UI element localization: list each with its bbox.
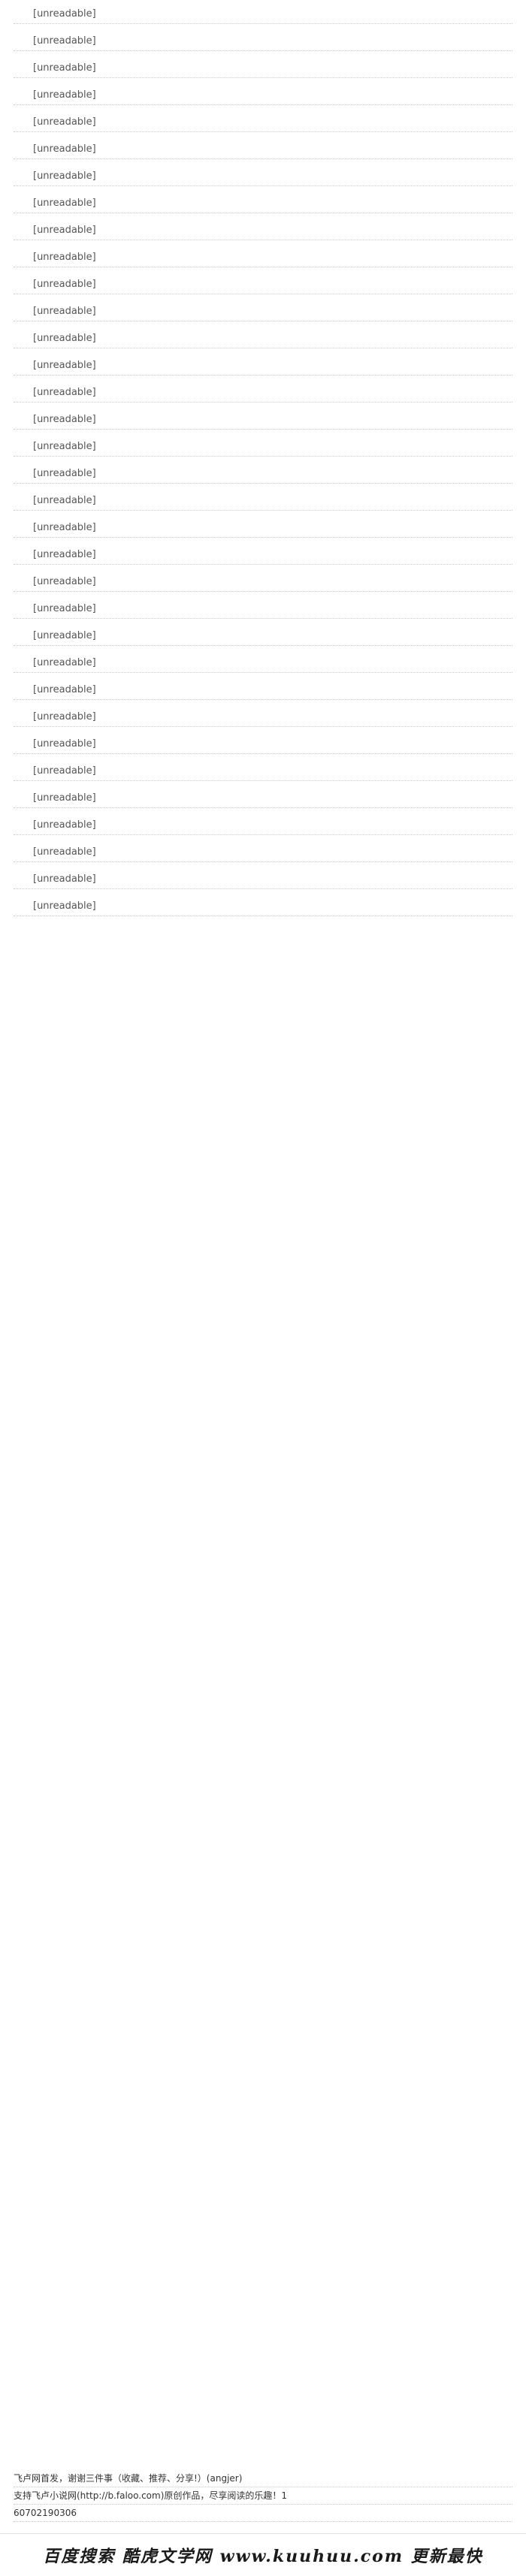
banner-text: 百度搜索 酷虎文学网 www.kuuhuu.com 更新最快 (43, 2547, 483, 2566)
paragraph-17: [unreadable] (14, 437, 512, 457)
article-body: [unreadable] [unreadable] [unreadable] [… (14, 5, 512, 916)
paragraph-9: [unreadable] (14, 221, 512, 240)
paragraph-21: [unreadable] (14, 545, 512, 565)
paragraph-33: [unreadable] (14, 870, 512, 889)
paragraph-34: [unreadable] (14, 897, 512, 916)
paragraph-24: [unreadable] (14, 626, 512, 646)
paragraph-32: [unreadable] (14, 843, 512, 862)
paragraph-3: [unreadable] (14, 59, 512, 78)
paragraph-27: [unreadable] (14, 707, 512, 727)
paragraph-10: [unreadable] (14, 248, 512, 267)
paragraph-14: [unreadable] (14, 356, 512, 376)
paragraph-25: [unreadable] (14, 653, 512, 673)
paragraph-7: [unreadable] (14, 167, 512, 186)
paragraph-22: [unreadable] (14, 572, 512, 592)
paragraph-12: [unreadable] (14, 302, 512, 321)
paragraph-29: [unreadable] (14, 762, 512, 781)
paragraph-30: [unreadable] (14, 789, 512, 808)
paragraph-20: [unreadable] (14, 518, 512, 538)
paragraph-23: [unreadable] (14, 599, 512, 619)
paragraph-26: [unreadable] (14, 680, 512, 700)
paragraph-5: [unreadable] (14, 113, 512, 132)
paragraph-28: [unreadable] (14, 734, 512, 754)
footer-notes: 飞卢网首发，谢谢三件事（收藏、推荐、分享!）(angjer) 支持飞卢小说网(h… (14, 2470, 512, 2522)
paragraph-6: [unreadable] (14, 140, 512, 159)
footer-line-3: 60702190306 (14, 2505, 512, 2522)
paragraph-1: [unreadable] (14, 5, 512, 24)
paragraph-15: [unreadable] (14, 383, 512, 403)
site-banner: 百度搜索 酷虎文学网 www.kuuhuu.com 更新最快 (0, 2533, 526, 2576)
paragraph-18: [unreadable] (14, 464, 512, 484)
paragraph-19: [unreadable] (14, 491, 512, 511)
paragraph-11: [unreadable] (14, 275, 512, 294)
paragraph-16: [unreadable] (14, 410, 512, 430)
paragraph-4: [unreadable] (14, 86, 512, 105)
paragraph-8: [unreadable] (14, 194, 512, 213)
footer-line-2: 支持飞卢小说网(http://b.faloo.com)原创作品，尽享阅读的乐趣！… (14, 2487, 512, 2505)
paragraph-13: [unreadable] (14, 329, 512, 348)
paragraph-2: [unreadable] (14, 32, 512, 51)
paragraph-31: [unreadable] (14, 816, 512, 835)
footer-line-1: 飞卢网首发，谢谢三件事（收藏、推荐、分享!）(angjer) (14, 2470, 512, 2487)
